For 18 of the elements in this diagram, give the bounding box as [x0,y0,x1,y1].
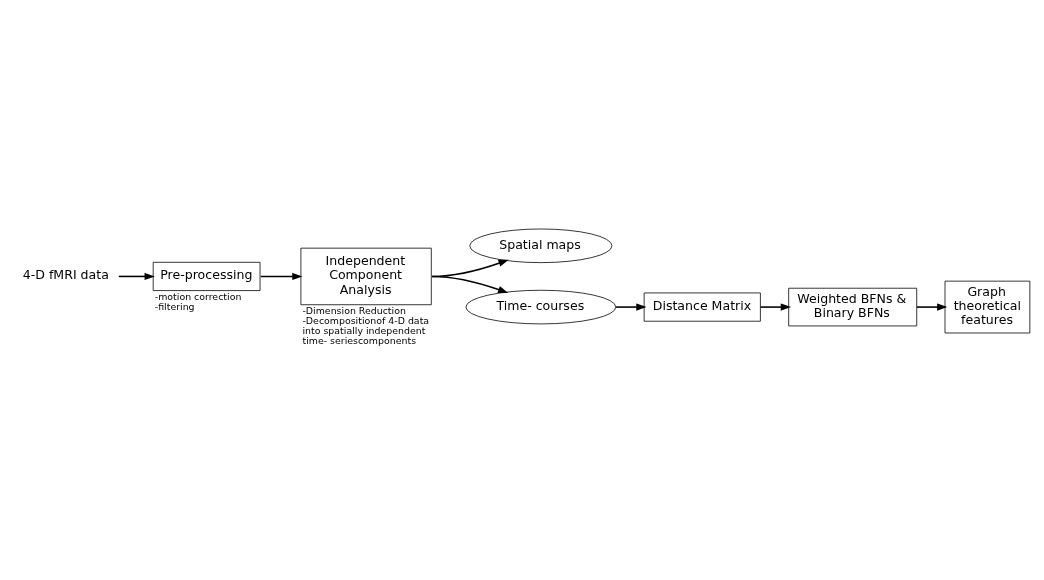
arrow [431,275,509,293]
arrow [118,272,155,280]
arrow [916,303,948,311]
node-label: -Decompositionof 4-D data into spatially independent time- seriescomponents [302,314,430,346]
node-box: Weighted BFNs & Binary BFNs [788,287,918,326]
node-text: 4-D fMRI data [22,266,109,282]
node-ellipse: Spatial maps [469,228,613,263]
node-label: -filtering [154,300,195,312]
node-box: Pre-processing [152,261,261,291]
arrow [260,272,303,280]
node-ellipse: Time- courses [465,289,617,324]
node-box: Graph theoretical features [944,280,1031,333]
node-box: Distance Matrix [643,292,761,322]
node-label: -motion correction [154,290,242,302]
node-label: -Dimension Reduction [302,304,406,316]
node-box: Independent Component Analysis [300,247,432,305]
arrow [759,303,791,311]
arrow [615,303,647,311]
